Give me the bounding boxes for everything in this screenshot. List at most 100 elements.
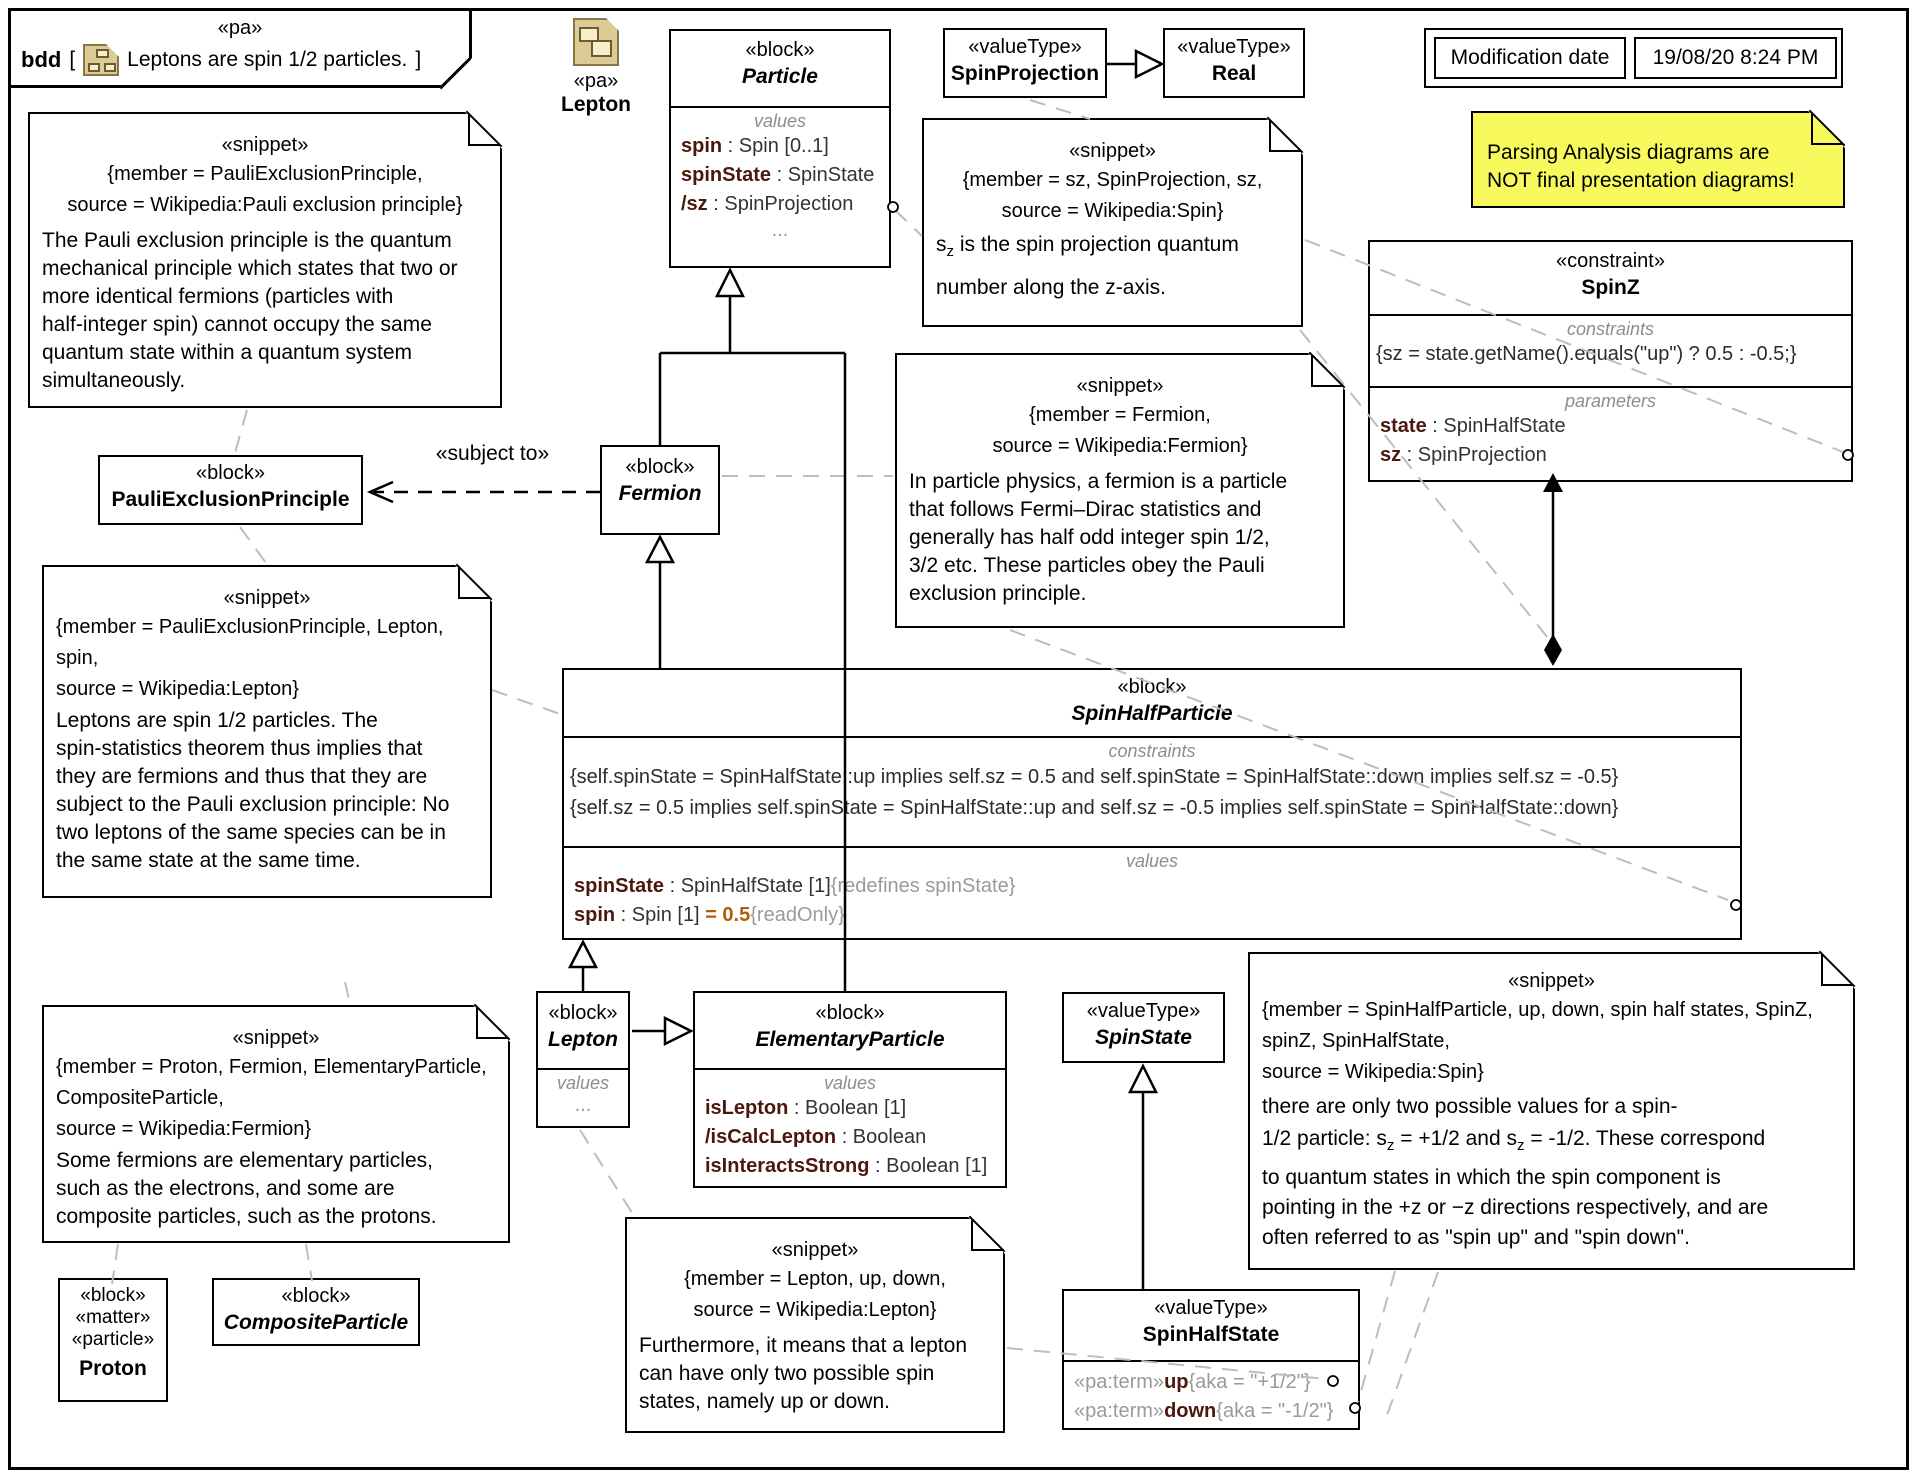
snippet-body-line: can have only two possible spin: [639, 1362, 935, 1385]
parameters-compartment-label: parameters: [1564, 391, 1657, 411]
snippet-body-line: states, namely up or down.: [639, 1390, 890, 1413]
value-row: isLepton : Boolean [1]: [705, 1097, 907, 1119]
snippet-sz[interactable]: «snippet» {member = sz, SpinProjection, …: [922, 116, 1304, 327]
lepton-package-icon[interactable]: [573, 18, 619, 66]
real-stereotype: «valueType»: [1177, 36, 1291, 58]
block-particle[interactable]: «block» Particle values spin : Spin [0..…: [669, 29, 891, 268]
snippet-body-line: composite particles, such as the protons…: [56, 1205, 437, 1228]
frame-bracket-close: ]: [415, 48, 422, 71]
snippet-meta: {member = Lepton, up, down,: [684, 1268, 946, 1290]
snippet-body-line: mechanical principle which states that t…: [42, 257, 458, 280]
frame-title-tab[interactable]: «pa» bdd [ Leptons are spin 1/2 particle…: [8, 8, 472, 90]
snippet-lepton-spin[interactable]: «snippet» {member = PauliExclusionPrinci…: [42, 563, 493, 898]
values-compartment-label: values: [556, 1073, 610, 1093]
snippet-body-line: Some fermions are elementary particles,: [56, 1149, 433, 1172]
snippet-meta: source = Wikipedia:Spin}: [1001, 200, 1224, 222]
value-row: spinState : SpinState: [681, 164, 875, 186]
frame-kind: bdd: [21, 47, 62, 72]
yellow-warning-note[interactable]: Parsing Analysis diagrams are NOT final …: [1471, 109, 1846, 208]
lepton-package-stereotype: «pa»: [573, 70, 619, 92]
proton-stereotype: «matter»: [75, 1307, 151, 1328]
snippet-body-line: sz is the spin projection quantum: [936, 233, 1239, 261]
snippet-meta: {member = Proton, Fermion, ElementaryPar…: [56, 1056, 487, 1078]
snippet-body-line: there are only two possible values for a…: [1262, 1095, 1678, 1118]
modification-value: 19/08/20 8:24 PM: [1652, 46, 1819, 69]
enum-literal-row: «pa:term»up{aka = "+1/2"}: [1074, 1371, 1311, 1393]
ep-name: ElementaryParticle: [755, 1028, 945, 1051]
snippet-body-line: two leptons of the same species can be i…: [56, 821, 446, 844]
snippet-body-line: the same state at the same time.: [56, 849, 361, 872]
block-spin-half-particle[interactable]: «block» SpinHalfParticle constraints {se…: [562, 668, 1742, 940]
yellow-note-line: NOT final presentation diagrams!: [1487, 169, 1795, 192]
snippet-meta: spinZ, SpinHalfState,: [1262, 1030, 1450, 1052]
value-row: spin : Spin [1] = 0.5{readOnly}: [574, 904, 845, 926]
snippet-meta: source = Wikipedia:Spin}: [1262, 1061, 1484, 1083]
value-row: isInteractsStrong : Boolean [1]: [705, 1155, 988, 1177]
snippet-body-line: pointing in the +z or −z directions resp…: [1262, 1196, 1769, 1220]
block-spin-state[interactable]: «valueType» SpinState: [1062, 992, 1225, 1063]
spinprojection-name: SpinProjection: [950, 62, 1100, 85]
snippet-meta: source = Wikipedia:Lepton}: [693, 1299, 937, 1321]
cp-name: CompositeParticle: [223, 1311, 409, 1334]
block-lepton[interactable]: «block» Lepton values ...: [536, 991, 630, 1128]
snippet-proton[interactable]: «snippet» {member = Proton, Fermion, Ele…: [42, 1003, 511, 1243]
snippet-body-line: more identical fermions (particles with: [42, 285, 394, 308]
parameter-row: state : SpinHalfState: [1380, 415, 1566, 437]
value-row: spin : Spin [0..1]: [681, 135, 829, 157]
block-pauli-exclusion-principle[interactable]: «block» PauliExclusionPrinciple: [98, 455, 363, 525]
lepton-stereotype: «block»: [548, 1002, 618, 1024]
snippet-pauli[interactable]: «snippet» {member = PauliExclusionPrinci…: [28, 110, 503, 408]
snippet-meta: {member = sz, SpinProjection, sz,: [962, 169, 1263, 191]
particle-stereotype: «block»: [745, 39, 815, 61]
snippet-body-line: 1/2 particle: sz = +1/2 and sz = -1/2. T…: [1262, 1127, 1766, 1155]
constraints-compartment-label: constraints: [1108, 741, 1196, 761]
snippet-meta: source = Wikipedia:Fermion}: [992, 435, 1248, 457]
snippet-meta: source = Wikipedia:Fermion}: [56, 1118, 312, 1140]
snippet-lepton-updown[interactable]: «snippet» {member = Lepton, up, down, so…: [625, 1215, 1006, 1433]
values-compartment-label: values: [1125, 851, 1179, 871]
block-fermion[interactable]: «block» Fermion: [600, 445, 720, 535]
block-spinz-constraint[interactable]: «constraint» SpinZ constraints {sz = sta…: [1368, 240, 1853, 482]
yellow-note-line: Parsing Analysis diagrams are: [1487, 141, 1770, 164]
snippet-stereotype: «snippet»: [1069, 140, 1156, 162]
snippet-body-line: to quantum states in which the spin comp…: [1262, 1166, 1721, 1190]
snippet-body-line: generally has half odd integer spin 1/2,: [909, 526, 1270, 549]
snippet-meta: source = Wikipedia:Pauli exclusion princ…: [67, 194, 463, 216]
frame-bracket-open: [: [69, 48, 76, 71]
snippet-meta: CompositeParticle,: [56, 1087, 224, 1109]
block-composite-particle[interactable]: «block» CompositeParticle: [212, 1278, 420, 1346]
block-real[interactable]: «valueType» Real: [1163, 28, 1305, 98]
block-proton[interactable]: «block» «matter» «particle» Proton: [58, 1278, 168, 1402]
snippet-body-line: Leptons are spin 1/2 particles. The: [56, 709, 378, 732]
snippet-body-line: subject to the Pauli exclusion principle…: [56, 793, 450, 816]
snippet-spin-half[interactable]: «snippet» {member = SpinHalfParticle, up…: [1248, 950, 1856, 1270]
constraint-expression: {self.spinState = SpinHalfState::up impl…: [570, 766, 1619, 788]
bdd-diagram-icon: [83, 44, 120, 76]
modification-value-box: 19/08/20 8:24 PM: [1634, 37, 1837, 79]
snippet-meta: source = Wikipedia:Lepton}: [56, 678, 299, 700]
snippet-meta: spin,: [56, 647, 99, 669]
snippet-meta: {member = Fermion,: [1029, 404, 1211, 426]
values-compartment-label: values: [823, 1073, 877, 1093]
ep-stereotype: «block»: [815, 1002, 885, 1024]
snippet-body-line: they are fermions and thus that they are: [56, 765, 428, 788]
modification-label-box: Modification date: [1434, 37, 1626, 79]
fermion-stereotype: «block»: [625, 456, 695, 478]
snippet-fermion[interactable]: «snippet» {member = Fermion, source = Wi…: [895, 351, 1346, 628]
snippet-body-line: half-integer spin) cannot occupy the sam…: [42, 313, 432, 336]
real-name: Real: [1211, 62, 1257, 85]
block-spin-half-state[interactable]: «valueType» SpinHalfState «pa:term»up{ak…: [1062, 1289, 1360, 1430]
spinz-name: SpinZ: [1581, 276, 1640, 299]
enum-literal-row: «pa:term»down{aka = "-1/2"}: [1074, 1400, 1334, 1422]
block-elementary-particle[interactable]: «block» ElementaryParticle values isLept…: [693, 991, 1007, 1188]
constraints-compartment-label: constraints: [1566, 319, 1655, 339]
pep-stereotype: «block»: [196, 462, 265, 484]
snippet-body-line: exclusion principle.: [909, 582, 1087, 605]
snippet-body-line: often referred to as "spin up" and "spin…: [1262, 1226, 1690, 1250]
shp-stereotype: «block»: [1117, 676, 1187, 698]
shs-stereotype: «valueType»: [1154, 1297, 1268, 1319]
snippet-body-line: simultaneously.: [42, 369, 186, 392]
snippet-body-line: Furthermore, it means that a lepton: [639, 1334, 967, 1357]
parameter-row: sz : SpinProjection: [1380, 444, 1547, 466]
block-spin-projection[interactable]: «valueType» SpinProjection: [943, 28, 1107, 98]
